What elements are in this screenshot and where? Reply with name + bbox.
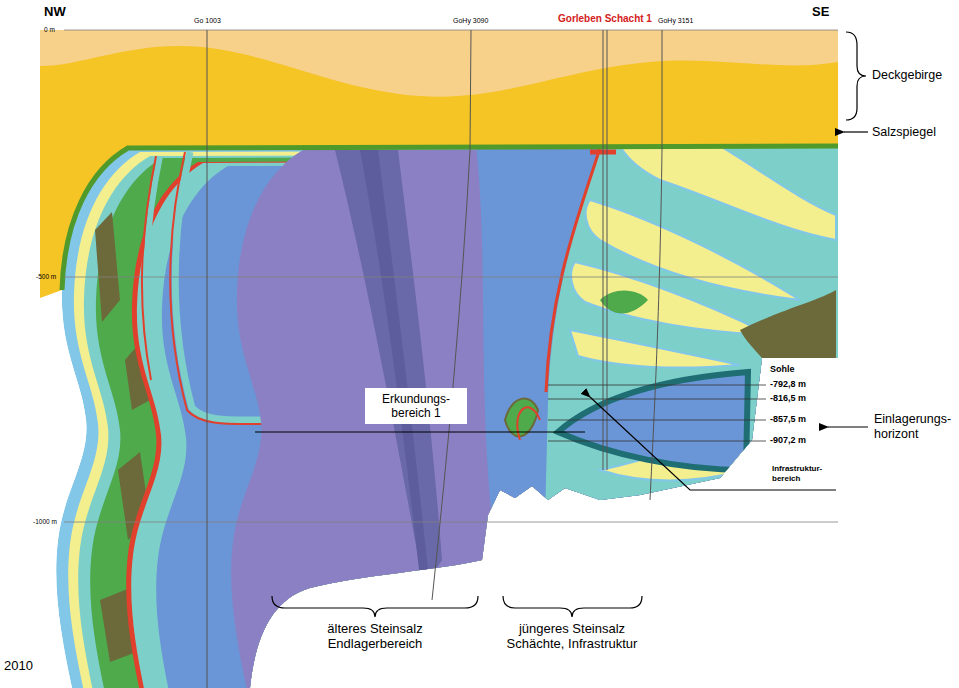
pointer-arrow <box>828 426 868 427</box>
borehole-label: GoHy 3151 <box>658 17 693 25</box>
level-depth: -907,2 m <box>770 435 806 446</box>
level-line <box>548 385 766 386</box>
zone-label: jüngeres Steinsalz Schächte, Infrastrukt… <box>494 621 650 651</box>
horizon-label: Einlagerungs- horizont <box>874 412 958 442</box>
borehole-label: Go 1003 <box>194 17 221 25</box>
depth-label: -500 m <box>36 273 56 281</box>
brace <box>503 596 642 617</box>
level-depth: -792,8 m <box>770 379 806 390</box>
salt-boundary <box>517 407 540 440</box>
boreholes <box>207 30 662 688</box>
level-line <box>548 399 766 400</box>
borehole-line <box>432 30 471 600</box>
depth-grid <box>64 30 838 522</box>
salt-layer <box>476 146 838 520</box>
shaft-label: Gorleben Schacht 1 <box>558 13 652 25</box>
callout-box: Erkundungs- bereich 1 <box>365 388 467 424</box>
salt-stripe <box>146 156 160 380</box>
borehole-line <box>650 30 662 500</box>
salt-patch <box>95 212 120 322</box>
level-heading: Sohle <box>770 364 795 375</box>
grid-line <box>64 522 838 523</box>
shaft-line <box>607 30 608 470</box>
depth-label: 0 m <box>44 26 55 34</box>
grid-line <box>64 30 838 31</box>
level-depth: -816,5 m <box>770 393 806 404</box>
shaft-line <box>603 30 604 470</box>
level-line <box>548 441 766 442</box>
salt-stripe <box>142 156 156 380</box>
box-text: Erkundungs- bereich 1 <box>373 392 459 420</box>
level-line <box>548 420 766 421</box>
borehole-line <box>207 30 208 688</box>
older-rock-salt <box>231 148 959 688</box>
older-rock-salt-band <box>360 150 428 578</box>
salt-layers <box>56 146 959 688</box>
salt-patch <box>505 399 538 437</box>
borehole-label: GoHy 3090 <box>453 17 488 25</box>
leader-line <box>255 431 585 432</box>
direction-label: SE <box>812 4 829 20</box>
salt-fold <box>570 330 740 368</box>
salt-layer <box>545 146 838 520</box>
year-label: 2010 <box>4 658 33 674</box>
grid-line <box>64 277 838 278</box>
salt-mirror <box>62 146 838 290</box>
salt-fold <box>571 262 770 335</box>
leader-arrow <box>590 397 836 490</box>
salt-patch <box>740 290 836 358</box>
depth-label: -1000 m <box>33 518 57 526</box>
area-label: Infrastruktur- bereich <box>772 464 834 484</box>
brace <box>846 32 866 120</box>
brace <box>272 596 478 617</box>
pointer-arrow <box>844 131 868 132</box>
unit-label: Deckgebirge <box>872 68 942 83</box>
overburden-upper <box>40 30 838 97</box>
direction-label: NW <box>44 4 66 20</box>
unit-label: Salzspiegel <box>872 125 936 140</box>
zone-label: älteres Steinsalz Endlagerbereich <box>305 621 445 651</box>
level-depth: -857,5 m <box>770 414 806 425</box>
